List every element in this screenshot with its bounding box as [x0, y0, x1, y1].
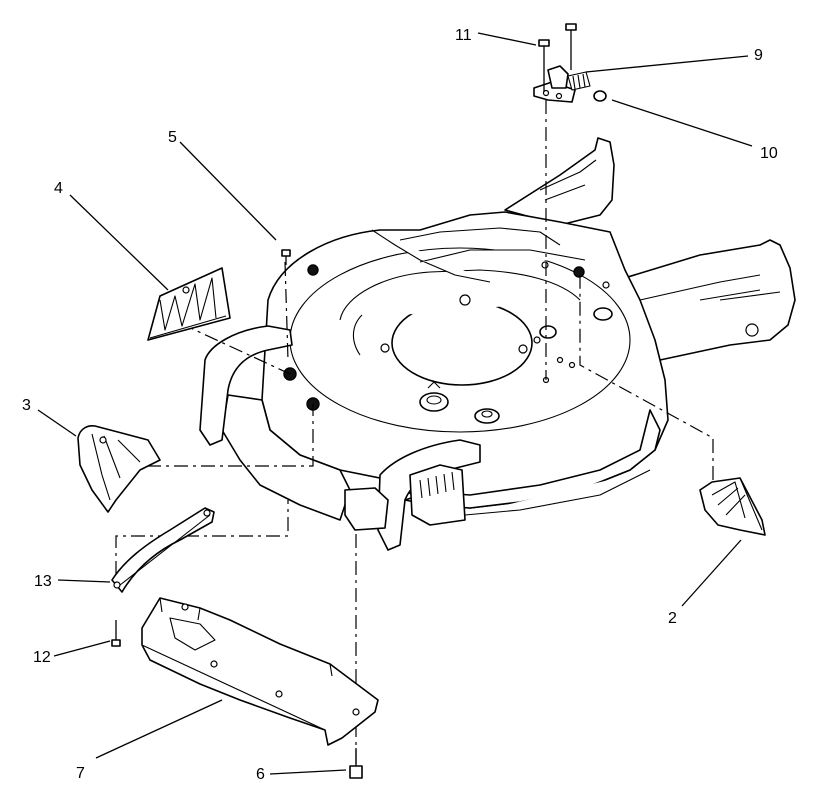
leader-lines [37, 32, 753, 775]
assembly-centerlines [115, 100, 714, 764]
bolt-12 [111, 620, 121, 647]
baffle-3 [77, 425, 161, 513]
callout-7: 7 [76, 765, 85, 782]
baffle-2 [699, 477, 766, 536]
blade-bolt-6 [349, 748, 363, 779]
blade-7 [141, 597, 379, 746]
callout-10: 10 [760, 145, 778, 162]
callout-3: 3 [22, 397, 31, 414]
callout-9: 9 [754, 47, 763, 64]
callout-6: 6 [256, 766, 265, 783]
callout-2: 2 [668, 610, 677, 627]
bolt-11 [538, 23, 577, 92]
callout-5: 5 [168, 129, 177, 146]
bolt-5 [281, 249, 291, 265]
callout-13: 13 [34, 573, 52, 590]
adjuster-assembly [533, 23, 607, 103]
callout-12: 12 [33, 649, 51, 666]
callout-labels: 11 9 10 5 4 3 13 12 2 7 6 [22, 27, 778, 783]
bracket-13 [111, 507, 215, 593]
callout-11: 11 [455, 27, 472, 44]
callout-4: 4 [54, 180, 63, 197]
baffle-4 [147, 267, 231, 341]
adjuster-boss [419, 381, 449, 412]
mower-deck [199, 137, 796, 551]
